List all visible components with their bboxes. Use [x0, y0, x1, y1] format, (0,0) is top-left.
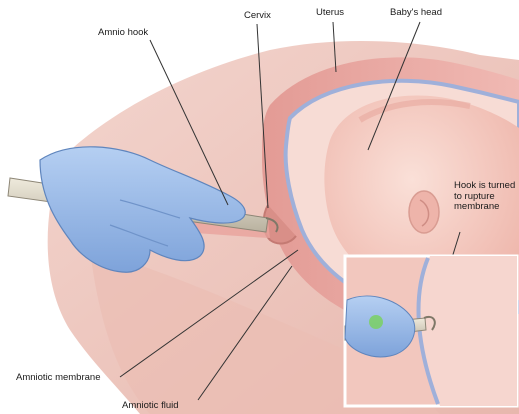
hook-turned-label: Hook is turned to rupture membrane — [454, 181, 516, 213]
cervix-label: Cervix — [244, 11, 271, 22]
amniotic-membrane-label: Amniotic membrane — [16, 373, 100, 384]
inset-detail — [345, 256, 517, 406]
babys-head-label: Baby's head — [390, 8, 442, 19]
amniotic-fluid-label: Amniotic fluid — [122, 401, 179, 412]
fetal-ear — [409, 191, 439, 233]
uterus-label: Uterus — [316, 8, 344, 19]
amnio-hook-label: Amnio hook — [98, 28, 148, 39]
